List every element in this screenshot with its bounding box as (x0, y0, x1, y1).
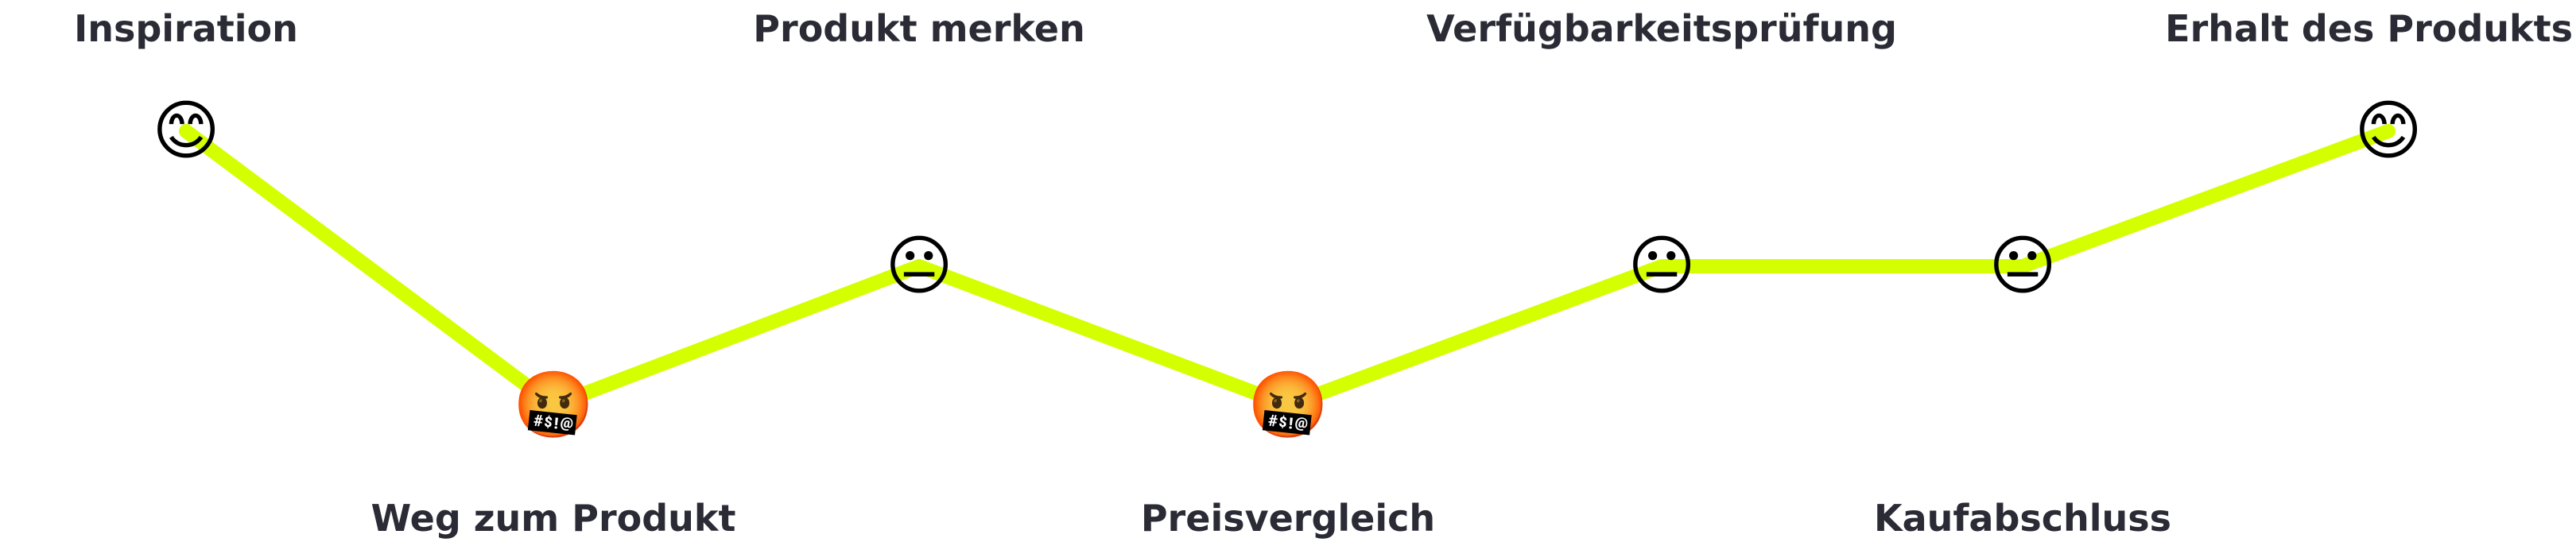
stage-label: Weg zum Produkt (371, 497, 736, 540)
mood-neutral-icon: 😐 (1627, 229, 1695, 304)
stage-label: Erhalt des Produkts (2165, 7, 2573, 50)
mood-angry-icon: 🤬 (513, 368, 594, 443)
stage-label: Inspiration (74, 7, 298, 50)
stage-label: Produkt merken (753, 7, 1084, 50)
mood-angry-icon: 🤬 (1247, 368, 1329, 443)
stage-label: Verfügbarkeitsprüfung (1426, 7, 1897, 50)
mood-happy-icon: 😊 (2354, 94, 2422, 169)
mood-neutral-icon: 😐 (1988, 229, 2056, 304)
stage-label: Kaufabschluss (1874, 497, 2171, 540)
journey-mood-line (179, 124, 2396, 412)
mood-happy-icon: 😊 (152, 94, 219, 169)
stage-label: Preisvergleich (1141, 497, 1435, 540)
mood-markers: 😊 🤬 😐 🤬 😐 😐 😊 (152, 94, 2422, 443)
mood-neutral-icon: 😐 (885, 229, 952, 304)
